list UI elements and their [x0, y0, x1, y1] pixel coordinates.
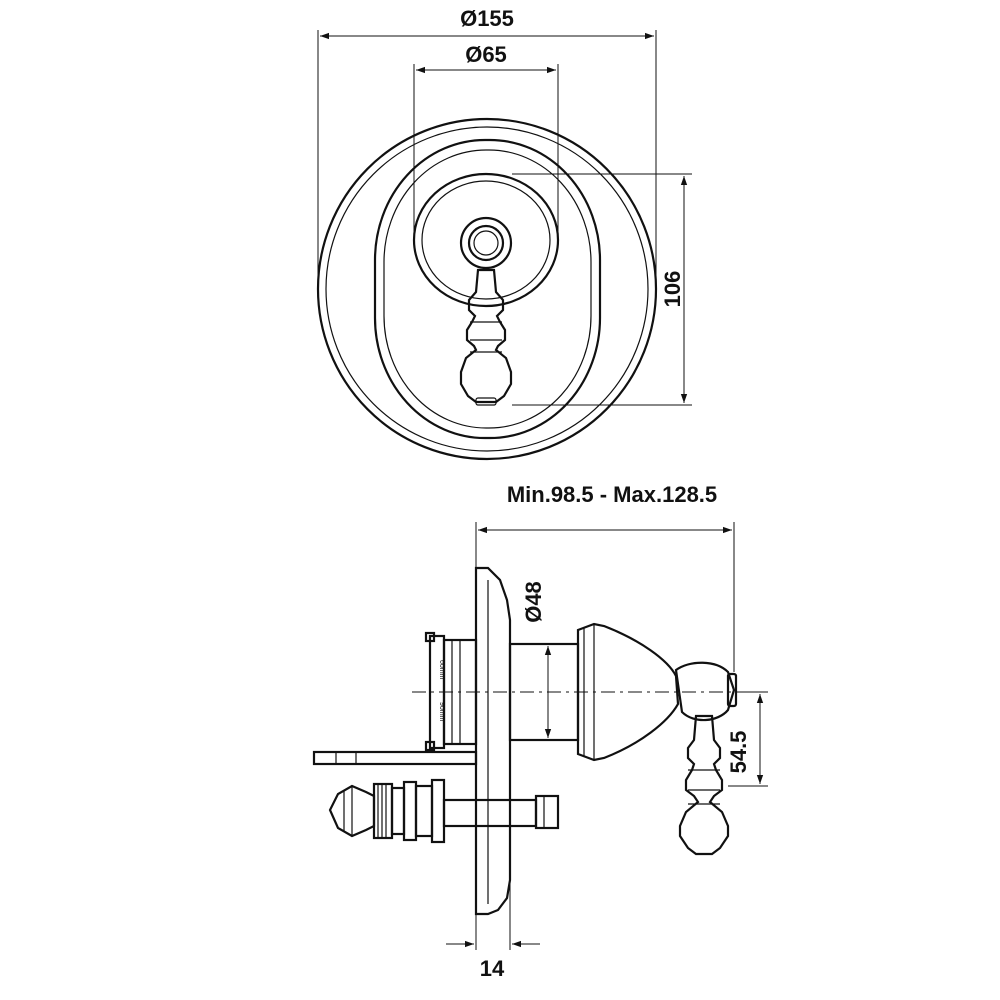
dimension-height: 106	[512, 173, 692, 406]
dim-height-label: 106	[660, 271, 685, 308]
side-view: 60mm 90mm	[312, 482, 768, 981]
wall-plate	[474, 566, 512, 916]
dimension-handle-offset: 54.5	[726, 691, 768, 787]
dim-plate-depth-label: 14	[480, 956, 505, 981]
engraving-bottom: 90mm	[438, 702, 445, 722]
central-boss	[412, 172, 560, 308]
dim-handle-offset-label: 54.5	[726, 731, 751, 774]
engraving-top: 60mm	[438, 660, 445, 680]
bell-cap	[576, 622, 680, 762]
dim-body-diameter-label: Ø48	[521, 581, 546, 623]
spindle-ring-outer	[459, 216, 513, 270]
outer-rosette-outline	[316, 117, 658, 461]
dimension-inner-diameter: Ø65	[413, 42, 559, 240]
central-boss-inner	[421, 180, 551, 300]
front-view: Ø155 Ø65 106	[316, 6, 692, 461]
dim-inner-diameter-label: Ø65	[465, 42, 507, 67]
oval-trim-plate	[373, 138, 602, 440]
lever-handle-front	[459, 268, 513, 406]
dimension-range: Min.98.5 - Max.128.5	[475, 482, 735, 672]
dim-outer-diameter-label: Ø155	[460, 6, 514, 31]
lever-handle-side	[674, 661, 738, 856]
outer-rosette-inner-outline	[325, 126, 649, 452]
concealed-body: 60mm 90mm	[424, 631, 478, 752]
oval-trim-plate-inner	[383, 149, 592, 429]
cartridge-spindle	[328, 778, 560, 844]
spindle-ring-inner	[473, 230, 499, 256]
dimension-outer-diameter: Ø155	[317, 6, 657, 289]
dimension-body-diameter: Ø48	[521, 581, 552, 738]
dimension-plate-depth: 14	[446, 880, 540, 981]
dim-range-label: Min.98.5 - Max.128.5	[507, 482, 717, 507]
spindle-ring-middle	[467, 224, 505, 262]
mounting-bracket	[312, 750, 478, 766]
